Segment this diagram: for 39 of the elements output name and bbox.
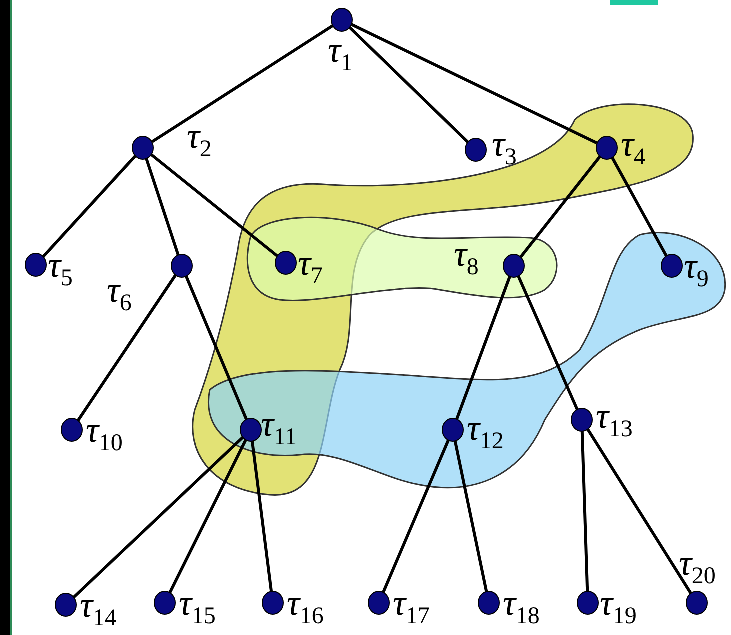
node-label: τ$_{20}$ xyxy=(679,545,716,588)
node-label: τ$_{10}$ xyxy=(86,412,123,456)
tree-edge xyxy=(580,430,590,592)
node-label: τ$_{16}$ xyxy=(287,585,324,628)
tree-edge xyxy=(517,275,579,411)
tree-edge xyxy=(250,440,274,592)
node-label: τ$_{2}$ xyxy=(187,118,212,162)
node-label: τ$_{11}$ xyxy=(261,406,297,450)
node-label: τ$_{19}$ xyxy=(600,585,637,628)
tree-edge xyxy=(76,274,178,422)
tree-edge xyxy=(611,156,668,258)
tree-edge xyxy=(150,154,278,258)
node-label: τ$_{15}$ xyxy=(179,585,216,628)
node-label: τ$_{18}$ xyxy=(503,585,540,628)
tree-edge xyxy=(382,440,450,594)
tree-edge xyxy=(184,276,248,420)
node-label: τ$_{17}$ xyxy=(393,585,430,628)
tree-edge xyxy=(145,158,180,256)
tree-edge xyxy=(454,440,488,593)
tree-edge xyxy=(42,155,137,258)
node-label: τ$_{12}$ xyxy=(467,410,504,454)
tree-edge xyxy=(520,156,602,258)
node-label: τ$_{3}$ xyxy=(492,126,517,170)
node-label: τ$_{5}$ xyxy=(48,247,73,290)
node-label: τ$_{6}$ xyxy=(107,272,132,316)
node-label: τ$_{13}$ xyxy=(596,398,633,442)
node-label: τ$_{9}$ xyxy=(684,248,709,292)
node-label: τ$_{14}$ xyxy=(80,587,117,630)
tree-edge xyxy=(455,276,512,420)
tree-edge xyxy=(168,439,248,594)
tree-edge xyxy=(348,26,470,144)
node-label: τ$_{1}$ xyxy=(328,32,353,76)
node-label: τ$_{8}$ xyxy=(454,236,479,280)
node-label: τ$_{7}$ xyxy=(298,245,323,288)
tree-edge xyxy=(72,436,244,599)
tree-edge xyxy=(351,23,598,145)
tree-edge xyxy=(151,24,334,144)
node-label: τ$_{4}$ xyxy=(621,126,646,170)
tree-edge xyxy=(586,428,692,594)
